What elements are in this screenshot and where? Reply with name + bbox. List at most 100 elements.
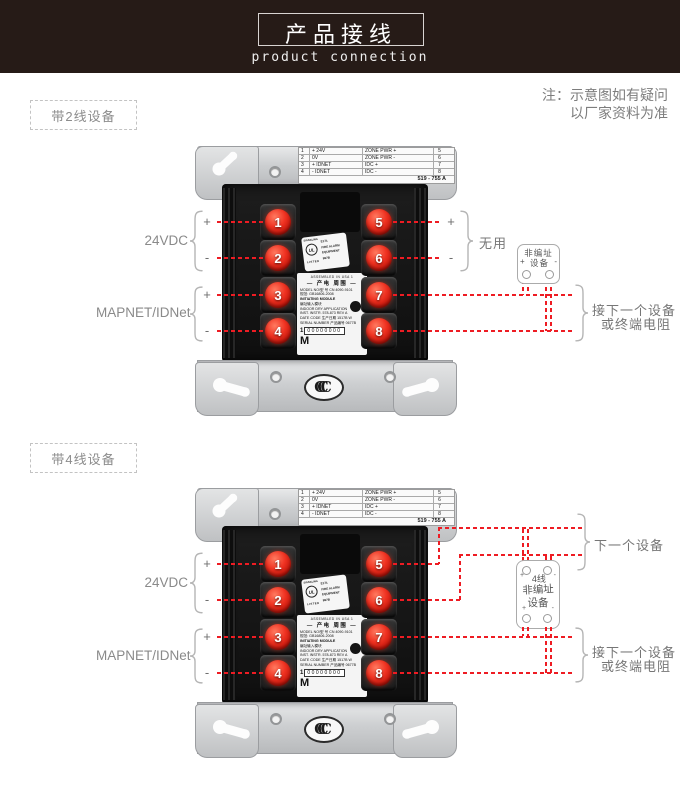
device-box-4wire: +4线- 非编址 设备 +- (516, 560, 560, 629)
ul-listed-label: SIGNALING UL LISTED E171 FIRE ALARM EQUI… (301, 574, 350, 614)
eol-note-line1: 接下一个设备 (592, 303, 677, 318)
minus-label: - (551, 605, 554, 612)
terminal-socket: 4 (260, 313, 296, 349)
body-ridge (223, 530, 236, 700)
terminal-socket: 6 (361, 582, 397, 618)
wire-bus-plus (217, 294, 265, 296)
screw-hole (384, 713, 396, 725)
terminal-socket: 7 (361, 277, 397, 313)
note-line-2: 以厂家资料为准 (570, 105, 668, 121)
keyhole-slot-icon (213, 378, 250, 397)
note: 注：示意图如有疑问 以厂家资料为准 (542, 86, 668, 122)
wire-next-device-plus (438, 527, 583, 529)
eol-note-line1: 接下一个设备 (592, 645, 677, 660)
wire-24vdc-minus (217, 257, 265, 259)
terminal-screw-6: 6 (366, 245, 392, 271)
terminal-screw-5: 5 (366, 551, 392, 577)
brace-left-icon (189, 628, 205, 684)
device-terminal-circle (522, 566, 531, 575)
body-ridge (414, 188, 427, 358)
terminal-socket: 4 (260, 655, 296, 691)
keyhole-slot-icon (212, 493, 238, 518)
terminal-screw-2: 2 (265, 587, 291, 613)
terminal-socket: 2 (260, 582, 296, 618)
keyhole-slot-icon (212, 151, 238, 176)
label-hole (350, 643, 361, 654)
wire-device-lead (527, 280, 529, 295)
label-hole (350, 301, 361, 312)
wire-24vdc-plus (217, 563, 265, 565)
terminal-socket: 1 (260, 204, 296, 240)
wire-device-lead (550, 627, 552, 673)
ul-logo-icon: UL (304, 584, 319, 599)
plus-label: + (203, 629, 211, 644)
logo-m: M (300, 677, 310, 690)
ccc-logo: CCC (304, 716, 344, 743)
body-recess (300, 534, 360, 574)
wire-zone-minus-riser (459, 554, 461, 600)
terminal-socket: 3 (260, 277, 296, 313)
section-tag-2wire: 带2线设备 (30, 100, 137, 130)
body-ridge (414, 530, 427, 700)
bus-label: MAPNET/IDNet (96, 648, 191, 663)
brace-right-icon (458, 210, 474, 272)
wire-zone-plus-riser (438, 527, 440, 564)
minus-label: - (204, 323, 210, 338)
terminal-socket: 2 (260, 240, 296, 276)
minus-label: - (204, 665, 210, 680)
bus-label: MAPNET/IDNet (96, 305, 191, 320)
device-terminal-circle (522, 270, 531, 279)
wire-device-lead (550, 280, 552, 331)
ul-signaling-text: SIGNALING (303, 237, 319, 243)
minus-label: - (448, 250, 454, 265)
plus-label: + (447, 214, 455, 229)
wire-idc-minus (393, 672, 573, 674)
brace-right-icon (575, 513, 591, 571)
screw-hole (269, 166, 281, 178)
terminal-screw-8: 8 (366, 660, 392, 686)
plus-label: + (522, 605, 527, 612)
title-box: 产品接线 (258, 13, 424, 47)
wire-device-lead (522, 280, 524, 295)
body-recess (300, 192, 360, 232)
terminal-socket: 7 (361, 619, 397, 655)
part-number: 519 - 755 A (417, 176, 446, 182)
terminal-screw-6: 6 (366, 587, 392, 613)
screw-hole (269, 508, 281, 520)
brace-left-icon (189, 210, 205, 272)
terminal-screw-7: 7 (366, 624, 392, 650)
power-label: 24VDC (144, 233, 188, 248)
eol-note-line2: 或终端电阻 (601, 659, 672, 674)
plus-label: + (203, 556, 211, 571)
device-terminal-circle (522, 614, 531, 623)
wire-idc-minus (393, 330, 573, 332)
device-terminal-circle (545, 270, 554, 279)
next-device-label: 下一个设备 (594, 538, 665, 553)
plus-label: + (520, 572, 525, 579)
wire-idc-plus (393, 636, 573, 638)
device-box-2wire: 非编址 +设备- (517, 244, 560, 284)
terminal-socket: 5 (361, 546, 397, 582)
terminal-socket: 5 (361, 204, 397, 240)
wire-device-lead (545, 627, 547, 673)
screw-hole (270, 371, 282, 383)
ul-listed-text: LISTED (306, 258, 320, 265)
part-number: 519 - 755 A (417, 518, 446, 524)
brace-left-icon (189, 552, 205, 614)
terminal-screw-4: 4 (265, 318, 291, 344)
device-terminal-circle (543, 614, 552, 623)
note-line-1: 注：示意图如有疑问 (542, 87, 668, 103)
wire-bus-minus (217, 672, 265, 674)
